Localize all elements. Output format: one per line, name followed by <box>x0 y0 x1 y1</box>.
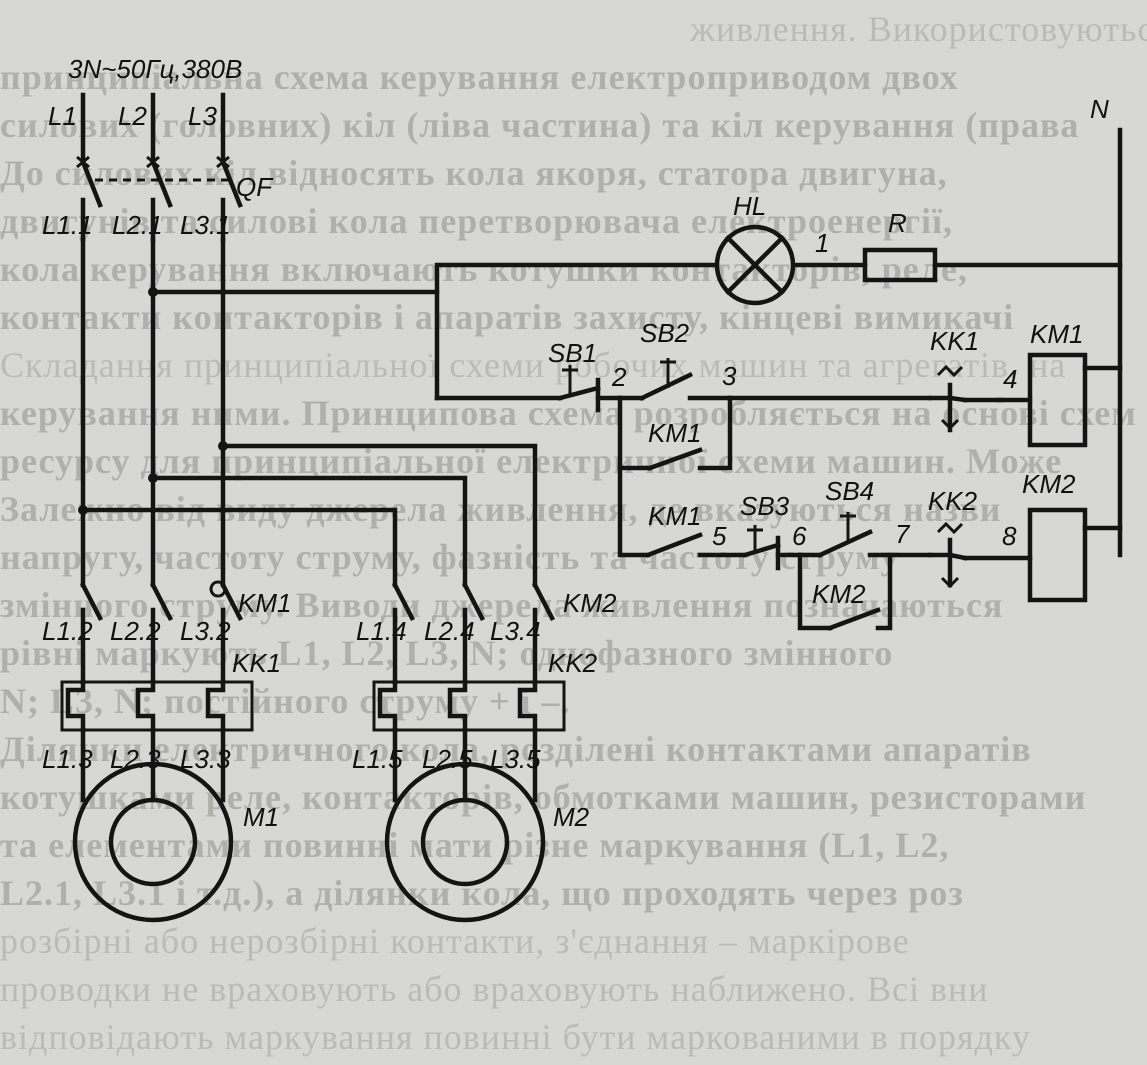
km1-hold-label: KM1 <box>648 418 701 448</box>
background-text-line: Ділянки електричного кола, розділені кон… <box>0 729 1032 769</box>
lamp-hl-icon <box>714 224 796 306</box>
node-2-label: 2 <box>611 362 627 392</box>
km2-holding-contact-icon <box>797 552 893 631</box>
sb1-label: SB1 <box>548 338 597 368</box>
background-text-line: розбірні або нерозбірні контакти, з'єдна… <box>0 921 910 961</box>
qf-label: QF <box>236 172 274 202</box>
l12-label: L1.2 <box>42 616 93 646</box>
control-circuit-wiring <box>148 262 1123 531</box>
background-text-line: проводки не враховують або враховують на… <box>0 969 989 1009</box>
l11-label: L1.1 <box>42 210 93 240</box>
km1-power-label: KM1 <box>238 588 291 618</box>
l32-label: L3.2 <box>180 616 231 646</box>
background-text-line: напругу, частоту струму, фазність та час… <box>0 537 900 577</box>
background-text-line: відповідають маркування повинні бути мар… <box>0 1017 1031 1057</box>
l15-label: L1.5 <box>352 744 403 774</box>
resistor-r-icon <box>862 247 938 283</box>
l33-label: L3.3 <box>180 744 231 774</box>
l22-label: L2.2 <box>110 616 161 646</box>
line-l2-label: L2 <box>118 101 147 131</box>
resistor-label: R <box>888 208 907 238</box>
line-l1-label: L1 <box>48 101 77 131</box>
kk1-contact-label: KK1 <box>930 326 979 356</box>
l14-label: L1.4 <box>356 616 407 646</box>
node-7-label: 7 <box>895 519 911 549</box>
km1-coil-label: KM1 <box>1030 319 1083 349</box>
l21-label: L2.1 <box>112 210 163 240</box>
l23-label: L2.3 <box>110 744 161 774</box>
l35-label: L3.5 <box>490 744 541 774</box>
sb2-label: SB2 <box>640 318 690 348</box>
background-text-line: N; L3, N; постійного струму + і –. <box>0 681 571 721</box>
node-5-label: 5 <box>712 521 727 551</box>
l31-label: L3.1 <box>180 210 231 240</box>
motor-m1-label: M1 <box>243 802 279 832</box>
node-4-label: 4 <box>1003 364 1017 394</box>
background-text-line: кола керування включають котушки контакт… <box>0 249 968 289</box>
motor-m1-icon <box>72 761 234 923</box>
kk2-relay-label: KK2 <box>548 648 598 678</box>
km1-power-contacts-icon <box>79 580 244 685</box>
kk2-overload-contact-icon <box>927 521 1033 589</box>
kk1-relay-label: KK1 <box>232 648 281 678</box>
km1-coil-icon <box>1027 352 1088 448</box>
km1-interlock-contact-icon <box>617 465 748 558</box>
motor-m2-label: M2 <box>553 802 590 832</box>
background-text-line: змінного струму. Виводи джерела живлення… <box>0 585 1004 625</box>
background-text-line: рівні маркують L1, L2, L3, N; однофазног… <box>0 633 894 673</box>
node-1-label: 1 <box>815 228 829 258</box>
km2-feed-taps <box>78 441 538 588</box>
l24-label: L2.4 <box>424 616 475 646</box>
background-text-line: двигунів та силові кола перетворювача ел… <box>0 201 954 241</box>
neutral-label: N <box>1090 94 1109 124</box>
node-8-label: 8 <box>1002 521 1017 551</box>
sb3-label: SB3 <box>740 491 790 521</box>
background-text-line: та елементами повинні мати різне маркува… <box>0 825 950 865</box>
kk2-contact-label: KK2 <box>928 486 978 516</box>
kk1-overload-contact-icon <box>927 364 1003 433</box>
lamp-label: HL <box>733 191 766 221</box>
km2-power-label: KM2 <box>563 588 617 618</box>
background-text-line: контакти контакторів і апаратів захисту,… <box>0 297 1015 337</box>
qf-breaker <box>76 155 243 243</box>
background-text-line: Складання принципіальної схеми робочих м… <box>0 345 1067 385</box>
sb2-start-button-icon <box>617 358 733 402</box>
kk2-thermal-relay-icon <box>372 679 566 803</box>
km2-hold-label: KM2 <box>812 579 866 609</box>
node-6-label: 6 <box>792 521 807 551</box>
sb1-stop-button-icon <box>557 365 623 413</box>
km2-coil-icon <box>1027 507 1088 603</box>
line-l3-label: L3 <box>188 101 217 131</box>
sb3-stop-button-icon <box>742 525 803 571</box>
l13-label: L1.3 <box>42 744 93 774</box>
km2-coil-label: KM2 <box>1022 469 1076 499</box>
background-text-line: живлення. Використовуються ці схеми для … <box>690 9 1147 49</box>
l34-label: L3.4 <box>490 616 541 646</box>
sb4-label: SB4 <box>825 476 874 506</box>
node-3-label: 3 <box>722 361 737 391</box>
sb4-start-button-icon <box>797 512 933 558</box>
kk1-thermal-relay-icon <box>60 679 254 803</box>
motor-m2-icon <box>384 761 546 923</box>
supply-label: 3N~50Гц,380В <box>68 54 242 84</box>
km2-power-contacts-icon <box>391 581 556 685</box>
l25-label: L2.5 <box>422 744 473 774</box>
km1-interlock-label: KM1 <box>648 501 701 531</box>
background-text-line: силових (головних) кіл (ліва частина) та… <box>0 105 1080 145</box>
background-text-line: принципіальна схема керування електропри… <box>0 57 959 97</box>
